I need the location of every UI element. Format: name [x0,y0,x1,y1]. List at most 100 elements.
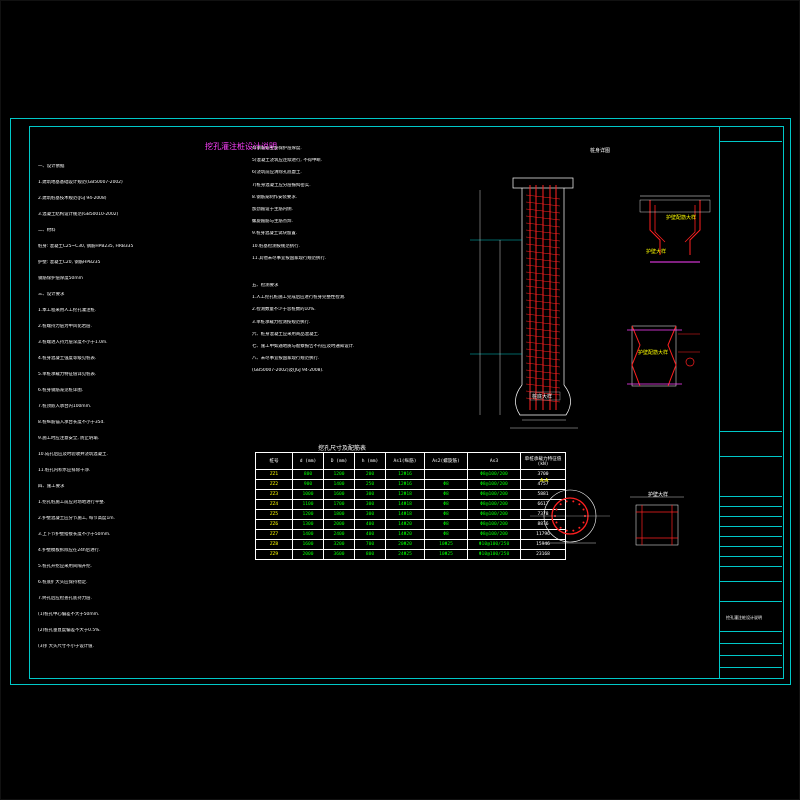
rebar-dot [565,500,568,503]
titleblock-row [719,580,782,582]
spiral-stirrup [525,194,561,200]
note-line: 3.上下节护壁搭接长度不小于50mm. [38,532,111,537]
pile-elevation [470,177,578,429]
note-line: 11.桩孔内积水应排除干净. [38,468,91,473]
rebar-dot [578,503,581,506]
note-line: 桩身: 混凝土C25~C30, 钢筋HPB235, HRB335 [38,244,134,249]
label-base: 桩底大样 [532,394,553,400]
spiral-stirrup [525,334,561,340]
titleblock-row [719,140,782,142]
note-line: 钢筋保护层厚度50mm [38,276,83,281]
note-line: 6.桩身钢筋笼见桩详图. [38,388,84,393]
titleblock-row [719,525,782,527]
rebar-dot [572,500,575,503]
note-line: 八、未尽事宜按国家现行规范执行. [252,356,320,362]
note-line: 五、检测要求 [252,283,279,288]
rebar-dot [572,529,575,532]
spiral-stirrup [525,278,561,284]
label-section: A-A [540,478,549,484]
label-pile-title: 桩身详图 [590,148,611,154]
note-line: 4.桩身混凝土强度等级见桩表. [38,356,97,361]
spiral-stirrup [525,257,561,263]
spiral-stirrup [525,250,561,256]
spiral-stirrup [525,390,561,396]
note-line: 5)混凝土浇筑应连续进行, 不得中断. [252,158,323,164]
spiral-stirrup [525,369,561,375]
label-cap-title: 护壁大样 [646,249,667,255]
table-cell: 23168 [520,549,566,560]
note-line: 9.施工时应注意安全, 防止坍塌. [38,436,100,441]
note-line: (GB50007-2002)及(JGJ 94-2008). [252,368,324,374]
spiral-stirrup [525,215,561,221]
spiral-stirrup [525,313,561,319]
note-line: 加劲箍设于主筋内侧. [252,207,293,213]
section-aa [530,489,610,544]
note-line: 四、施工要求 [38,484,65,489]
spiral-stirrup [525,348,561,354]
note-line: 6)浇筑前应清除孔底虚土. [252,170,302,176]
note-line: 4)钢筋笼主筋保护层厚度. [252,146,302,151]
note-line: 三、设计要求 [38,292,65,297]
note-line: 1.建筑地基基础设计规范(GB50007-2002) [38,180,123,185]
spiral-stirrup [525,264,561,270]
spiral-stirrup [525,355,561,361]
notes-middle-bottom: 五、检测要求 1.人工挖孔桩施工完成后应进行桩身完整性检测. 2.检测数量不少于… [252,283,452,433]
rebar-dot [582,508,585,511]
titleblock-row [719,555,782,557]
cap-detail [639,195,711,263]
titleblock-row [719,630,782,632]
rebar-dot [555,521,558,524]
note-line: 一、设计依据 [38,164,65,169]
titleblock-drawing-name: 挖孔灌注桩设计说明 [726,615,762,620]
note-line: 2.建筑桩基技术规范(JGJ 94-2008) [38,196,107,201]
note-line: 8.钢筋笼制作安装要求. [252,194,298,200]
titleblock-row [719,600,782,602]
spiral-stirrup [525,271,561,277]
spiral-stirrup [525,383,561,389]
spiral-stirrup [525,306,561,312]
note-line: 10.成孔后应及时验收并浇筑混凝土. [38,452,108,457]
note-line: 2.护壁混凝土应分节施工, 每节高度1m. [38,516,115,521]
note-line: 7)桩身混凝土应分层振捣密实. [252,182,311,188]
note-line: 8.桩纵筋锚入承台长度不小于35d. [38,420,105,425]
note-line: (1)桩孔中心偏差不大于50mm. [38,612,100,617]
rebar-dot [582,521,585,524]
wall-small-detail [630,496,684,546]
table-title: 挖孔尺寸及配筋表 [318,445,367,452]
note-line: 3.桩端进入持力层深度不小于1.0m. [38,340,108,345]
label-cap-1: 护壁配筋大样 [666,215,697,221]
spiral-stirrup [525,201,561,207]
spiral-stirrup [525,362,561,368]
note-line: 螺旋箍筋与主筋点焊. [252,219,293,225]
spiral-stirrup [525,222,561,228]
titleblock-row [719,505,782,507]
titleblock-row [719,565,782,567]
titleblock-row [719,455,782,457]
label-cap-2: 护壁配筋大样 [638,350,669,356]
drawing-border [10,118,791,685]
note-line: 1.人工挖孔桩施工完成后应进行桩身完整性检测. [252,295,346,301]
note-line: 7.终孔后应检查孔底持力层. [38,596,92,601]
note-line: 2.桩端持力层为中风化岩层. [38,324,92,329]
spiral-stirrup [525,243,561,249]
note-line: 7.桩顶嵌入承台内100mm. [38,404,92,409]
note-line: 4.护壁模板拆除应在24h后进行. [38,548,101,553]
spiral-stirrup [525,292,561,298]
notes-left: 一、设计依据 1.建筑地基基础设计规范(GB50007-2002) 2.建筑桩基… [38,164,238,674]
spiral-stirrup [525,320,561,326]
titleblock-border [719,126,784,679]
note-line: 5.单桩承载力特征值详见桩表. [38,372,97,377]
note-line: 11.其他未尽事宜按国家现行规范执行. [252,255,327,261]
titleblock-row [719,495,782,497]
titleblock-row [719,535,782,537]
note-line: 10.桩基检测按规范执行. [252,243,300,249]
note-line: 护壁: 混凝土C20, 钢筋HPB235 [38,260,101,265]
notes-middle-top: 4)钢筋笼主筋保护层厚度. 5)混凝土浇筑应连续进行, 不得中断. 6)浇筑前应… [252,146,452,286]
note-line: 六、桩身混凝土应采用商品混凝土. [252,331,320,337]
note-line: 二、材料 [38,228,56,233]
